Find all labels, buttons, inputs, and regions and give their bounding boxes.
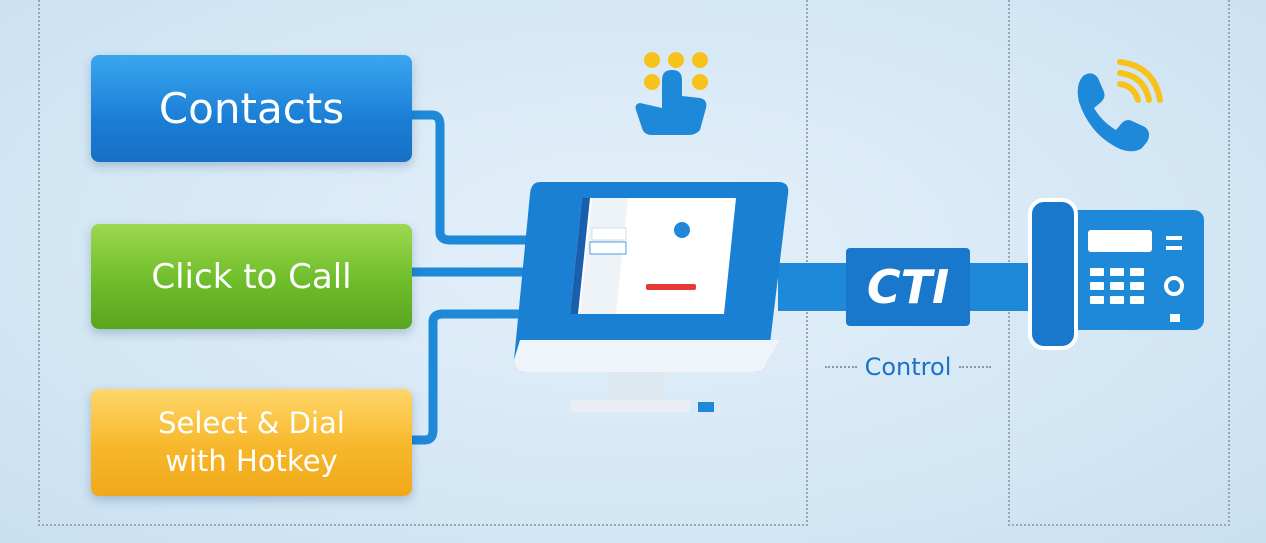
select-dial-label: Select & Dial with Hotkey bbox=[158, 405, 345, 478]
click-to-call-button[interactable]: Click to Call bbox=[91, 224, 412, 329]
computer-monitor-icon bbox=[514, 182, 789, 412]
connector-select bbox=[407, 309, 545, 445]
phone-ringing-icon bbox=[1077, 59, 1163, 152]
desk-phone-icon bbox=[1028, 198, 1204, 350]
connector-lines bbox=[407, 110, 545, 445]
connector-contacts bbox=[407, 110, 545, 245]
contacts-button[interactable]: Contacts bbox=[91, 55, 412, 162]
dialpad-touch-icon bbox=[635, 52, 708, 135]
control-dash-right bbox=[959, 366, 992, 368]
click-to-call-label: Click to Call bbox=[151, 256, 352, 297]
control-label: Control bbox=[864, 353, 952, 381]
control-row: Control bbox=[808, 350, 1008, 384]
cti-box bbox=[846, 248, 970, 326]
cti-label: CTI bbox=[866, 260, 950, 314]
control-dash-left bbox=[824, 366, 857, 368]
contacts-label: Contacts bbox=[158, 84, 345, 133]
select-dial-button[interactable]: Select & Dial with Hotkey bbox=[91, 389, 412, 496]
